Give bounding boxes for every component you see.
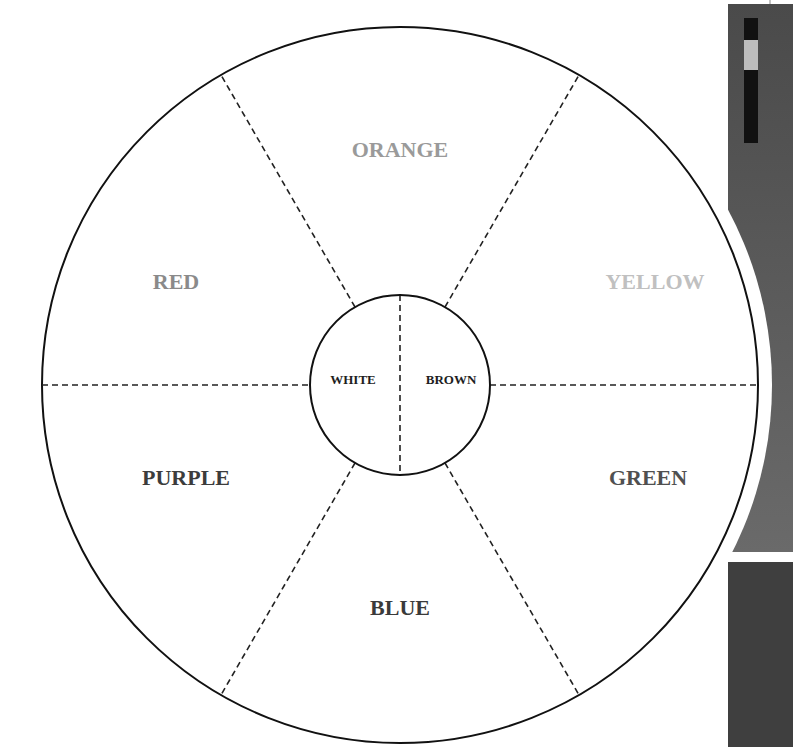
divider-line <box>399 295 401 475</box>
pen-shape <box>744 18 758 143</box>
divider-line <box>221 75 355 307</box>
divider-line <box>221 463 355 695</box>
color-label: GREEN <box>609 466 687 490</box>
color-label: PURPLE <box>142 466 230 490</box>
color-label: YELLOW <box>605 270 704 294</box>
photo-panel <box>728 562 793 747</box>
color-label: ORANGE <box>352 138 449 162</box>
divider-line <box>445 75 579 307</box>
sector-dividers <box>42 75 758 695</box>
divider-line <box>490 384 758 386</box>
color-label: WHITE <box>330 373 376 387</box>
white-ring <box>28 13 772 747</box>
column-rule <box>770 0 771 4</box>
pen-band <box>744 40 758 70</box>
divider-line <box>445 463 579 695</box>
wheel-outline <box>42 27 758 743</box>
inner-circle <box>310 295 490 475</box>
color-label: BLUE <box>370 596 430 620</box>
color-label: BROWN <box>426 373 477 387</box>
divider-line <box>42 384 310 386</box>
color-label: RED <box>153 270 199 294</box>
